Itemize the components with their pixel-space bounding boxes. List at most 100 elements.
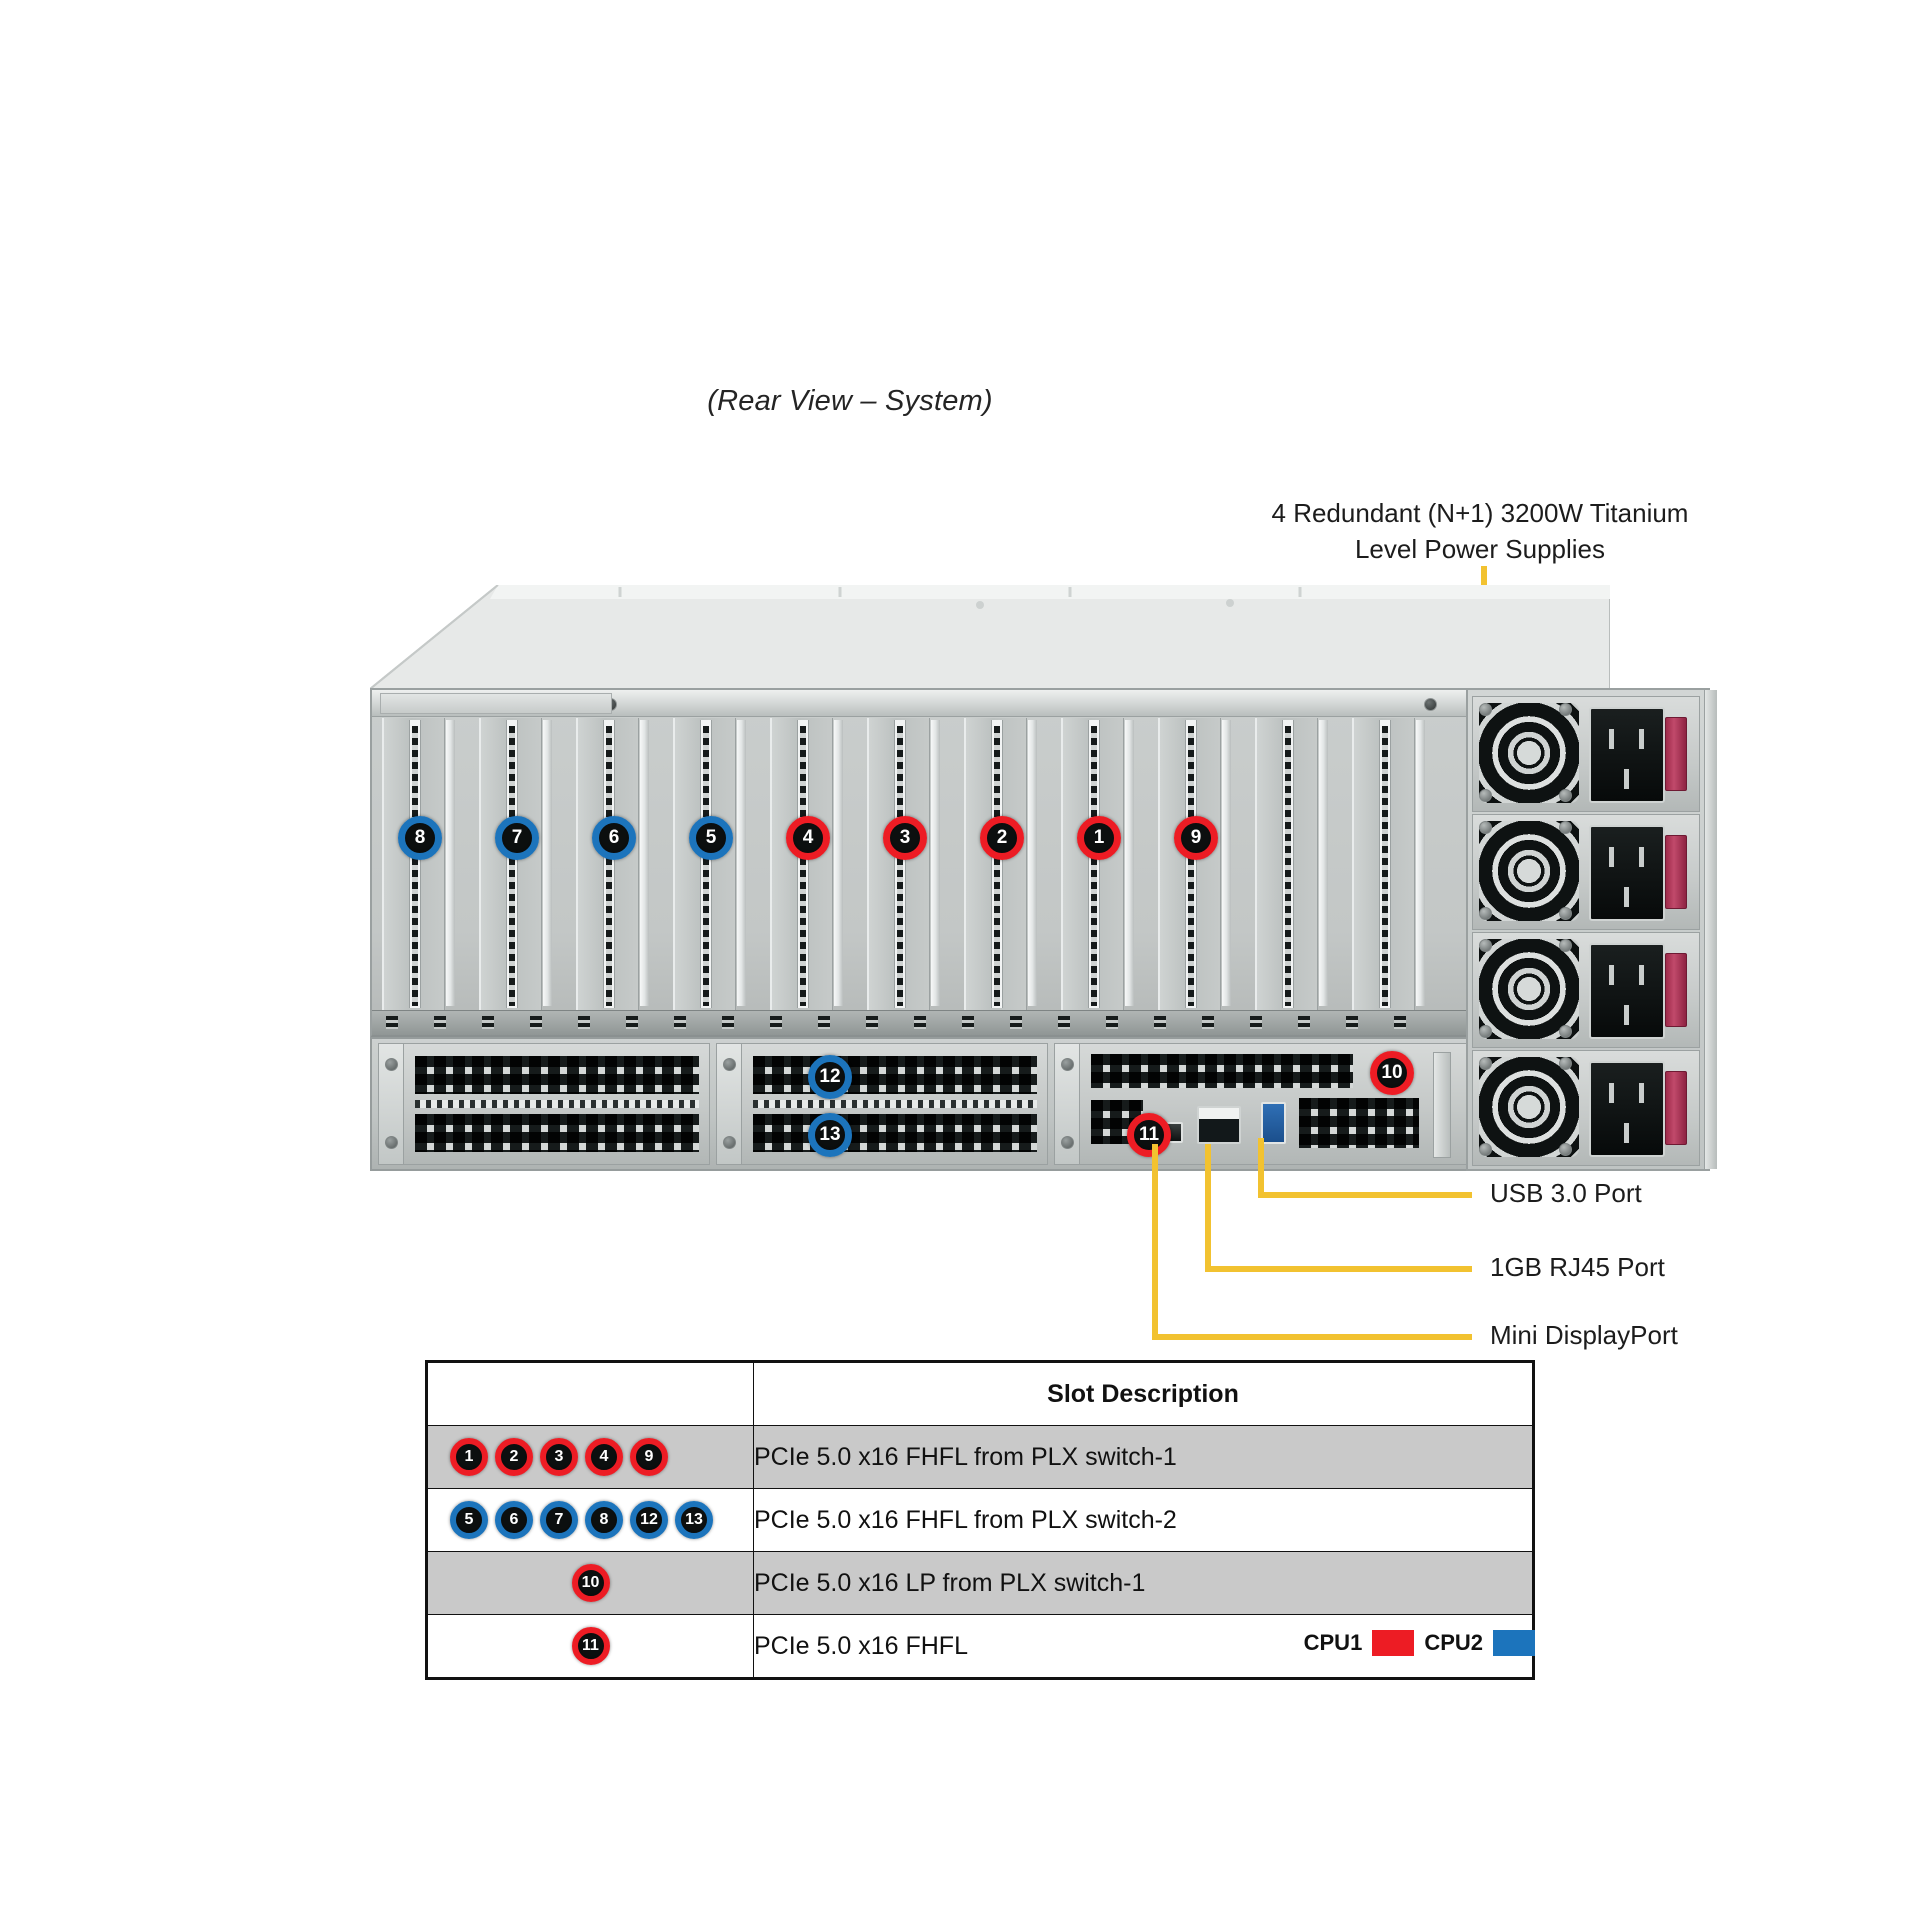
bottom-rail-notch [1202,1016,1214,1029]
vent-grid [1091,1054,1353,1088]
table-slot-badge-5: 5 [450,1501,488,1539]
psu-screw [1479,907,1492,920]
leader-rj45-h [1205,1266,1472,1272]
slot-badge-1: 1 [1077,816,1121,860]
iec-c14-power-socket[interactable] [1589,943,1665,1039]
slot-bracket-strip [991,720,1003,1008]
bottom-rail-notch [1106,1016,1118,1029]
bottom-rail-notch [818,1016,830,1029]
cage-bottom-rail [372,1010,1472,1035]
bottom-rail-notch [1346,1016,1358,1029]
pcie-slot-bracket [1061,718,1124,1010]
psu-fan-grille [1479,821,1579,921]
slot-divider [834,720,843,1006]
table-slot-badge-11: 11 [571,1627,610,1665]
table-header-blank [426,1361,754,1426]
slot-badge-7: 7 [495,816,539,860]
bottom-rail-notch [914,1016,926,1029]
socket-pin [1624,769,1629,789]
table-slot-badge-10: 10 [571,1564,610,1602]
legend-label-cpu1: CPU1 [1303,1630,1363,1655]
pcie-slot-bracket [576,718,639,1010]
socket-pin [1624,1123,1629,1143]
power-supply-module[interactable] [1472,932,1700,1048]
psu-screw [1559,939,1572,952]
vent-grid [415,1056,699,1094]
ear-screw [385,1058,398,1071]
power-supply-module[interactable] [1472,696,1700,812]
slot-badge-10: 10 [1370,1051,1414,1095]
bottom-rail-notch [434,1016,446,1029]
pcie-slot-bracket [867,718,930,1010]
slot-bracket-strip [1379,720,1391,1008]
slot-bracket-strip [1282,720,1294,1008]
psu-screw [1559,789,1572,802]
table-cell-description: PCIe 5.0 x16 LP from PLX switch-1 [753,1551,1534,1615]
psu-fan-grille [1479,703,1579,803]
slot-badge-5: 5 [689,816,733,860]
rail-screw [1424,698,1437,711]
cage-top-rail [372,690,1472,717]
psu-callout-label: 4 Redundant (N+1) 3200W Titanium Level P… [1210,495,1750,567]
callout-label-mini-dp: Mini DisplayPort [1490,1320,1678,1350]
module-ear-left [378,1043,404,1165]
slot-perforation [994,726,1000,1006]
table-cell-slot-badges: 10 [426,1551,754,1615]
power-supply-bay [1466,688,1717,1171]
pcie-card-cage [370,688,1474,1038]
iec-c14-power-socket[interactable] [1589,825,1665,921]
power-supply-module[interactable] [1472,814,1700,930]
psu-release-handle[interactable] [1665,953,1687,1027]
psu-screw [1479,1025,1492,1038]
bottom-rail-notch [530,1016,542,1029]
table-slot-badge-2: 2 [495,1438,533,1476]
slot-badge-2: 2 [980,816,1024,860]
socket-pin [1624,1005,1629,1025]
rj45-port-connector[interactable] [1197,1106,1241,1144]
slot-divider [1416,720,1425,1006]
lower-io-shelf [370,1037,1474,1171]
psu-release-handle[interactable] [1665,835,1687,909]
pcie-slot-bracket [479,718,542,1010]
leader-mini-displayport-h [1152,1334,1472,1340]
table-row: 10 PCIe 5.0 x16 LP from PLX switch-1 [426,1551,1534,1615]
power-supply-module[interactable] [1472,1050,1700,1166]
slot-bracket-strip [506,720,518,1008]
slot-perforation [703,726,709,1006]
socket-pin [1609,729,1614,749]
socket-pin [1639,847,1644,867]
psu-screw [1559,1143,1572,1156]
slot-divider [1125,720,1134,1006]
slot-perforation [897,726,903,1006]
slot-badge-8: 8 [398,816,442,860]
psu-screw [1479,703,1492,716]
slot-perforation [606,726,612,1006]
usb-3-0-port-connector[interactable] [1261,1102,1286,1144]
module-ear-right [1054,1043,1080,1165]
psu-callout-line1: 4 Redundant (N+1) 3200W Titanium [1271,498,1689,528]
leader-mini-displayport-v [1152,1144,1158,1340]
iec-c14-power-socket[interactable] [1589,1061,1665,1157]
slot-divider [543,720,552,1006]
pcie-slot-bracket [382,718,445,1010]
module-ear-center [716,1043,742,1165]
bottom-rail-notch [1298,1016,1310,1029]
slot-perforation [509,726,515,1006]
slot-divider [931,720,940,1006]
psu-fan-grille [1479,1057,1579,1157]
iec-c14-power-socket[interactable] [1589,707,1665,803]
bottom-rail-notch [1058,1016,1070,1029]
ear-screw [723,1058,736,1071]
table-cell-description: PCIe 5.0 x16 FHFL from PLX switch-1 [753,1425,1534,1489]
slot-divider [640,720,649,1006]
psu-release-handle[interactable] [1665,717,1687,791]
table-cell-description: PCIe 5.0 x16 FHFL from PLX switch-2 [753,1488,1534,1552]
pcie-slot-bracket [1158,718,1221,1010]
table-slot-badge-4: 4 [585,1438,623,1476]
psu-release-handle[interactable] [1665,1071,1687,1145]
table-header-row: Slot Description [426,1361,1534,1426]
psu-fan-grille [1479,939,1579,1039]
ear-screw [723,1136,736,1149]
